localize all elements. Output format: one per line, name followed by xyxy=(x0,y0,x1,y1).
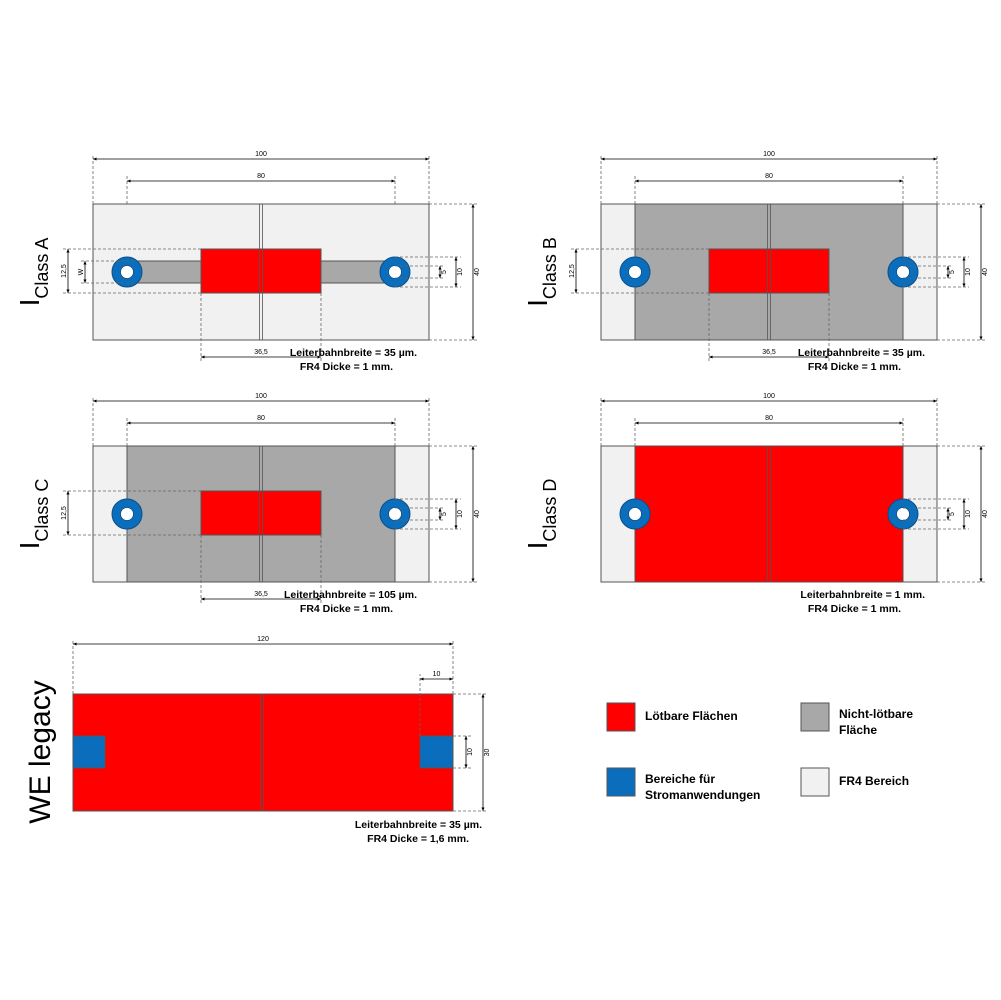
legacy-current-pad-right xyxy=(419,735,454,769)
legacy-note-fr4: FR4 Dicke = 1,6 mm. xyxy=(367,833,469,845)
panel-a-dim-w-label: W xyxy=(78,268,85,275)
panel-d-dim-hole-label: 5 xyxy=(949,512,956,516)
panel-c-dim-center-width-label: 36,5 xyxy=(254,591,268,598)
panel-a-ring-left-hole xyxy=(120,265,134,279)
panel-b-dim-ring-label: 10 xyxy=(965,268,972,276)
panel-b-dim-total-width-label: 100 xyxy=(763,151,775,158)
panel-a-title: IClass A xyxy=(14,238,52,307)
legacy-dim-total-width-label: 120 xyxy=(257,636,269,643)
panel-c-title-main: I xyxy=(14,542,45,550)
panel-c-dim-left-height-label: 12,5 xyxy=(61,506,68,520)
panel-b-dim-inner-width-label: 80 xyxy=(765,173,773,180)
panel-c-note-fr4: FR4 Dicke = 1 mm. xyxy=(300,603,393,615)
panel-d-dim-inner-width-label: 80 xyxy=(765,415,773,422)
panel-a-dim-left-height-label: 12,5 xyxy=(61,264,68,278)
panel-c-solderable-center xyxy=(200,490,322,536)
panel-d-dim-total-width-label: 100 xyxy=(763,393,775,400)
legacy-dim-pad-height-label: 10 xyxy=(467,748,474,756)
panel-b-title: IClass B xyxy=(522,237,560,307)
panel-a-dim-total-width-label: 100 xyxy=(255,151,267,158)
panel-b-note-fr4: FR4 Dicke = 1 mm. xyxy=(808,361,901,373)
panel-d-title-sub: Class D xyxy=(540,479,560,542)
panel-a-ring-right-hole xyxy=(388,265,402,279)
panel-a-dim-inner-width-label: 80 xyxy=(257,173,265,180)
panel-b-dim-center-width-label: 36,5 xyxy=(762,349,776,356)
panel-d-ring-right-hole xyxy=(896,507,910,521)
panel-a-note-fr4: FR4 Dicke = 1 mm. xyxy=(300,361,393,373)
legend-label-non_solderable-1: Fläche xyxy=(839,723,877,737)
panel-a-dim-hole-label: 5 xyxy=(441,270,448,274)
legend-label-current-0: Bereiche für xyxy=(645,772,715,786)
panel-b-title-sub: Class B xyxy=(540,237,560,299)
panel-c-title: IClass C xyxy=(14,479,52,550)
panel-b-solderable-center xyxy=(708,248,830,294)
legend-label-solderable-0: Lötbare Flächen xyxy=(645,709,738,723)
panel-c-dim-hole-label: 5 xyxy=(441,512,448,516)
panel-a-dim-ring-label: 10 xyxy=(457,268,464,276)
panel-c-dim-total-height-label: 40 xyxy=(474,510,481,518)
legacy-dim-pad-width-label: 10 xyxy=(433,671,441,678)
panel-d-dim-ring-label: 10 xyxy=(965,510,972,518)
panel-b-title-main: I xyxy=(522,299,553,307)
panel-a-trace-left xyxy=(134,260,204,284)
panel-a-trace-right xyxy=(320,260,390,284)
panel-c-dim-total-width-label: 100 xyxy=(255,393,267,400)
panel-d-solderable-area xyxy=(634,445,904,583)
panel-b-dim-left-height-label: 12,5 xyxy=(569,264,576,278)
panel-a-note-trace: Leiterbahnbreite = 35 µm. xyxy=(290,347,417,359)
panel-b-dim-hole-label: 5 xyxy=(949,270,956,274)
panel-a-title-sub: Class A xyxy=(32,238,52,299)
legend-label-non_solderable-0: Nicht-lötbare xyxy=(839,707,913,721)
panel-c-ring-right-hole xyxy=(388,507,402,521)
panel-c-title-sub: Class C xyxy=(32,479,52,542)
legacy-title: WE legacy xyxy=(24,680,57,823)
legacy-solderable-board xyxy=(72,693,454,812)
panel-c-note-trace: Leiterbahnbreite = 105 µm. xyxy=(284,589,417,601)
panel-a-dim-center-width-label: 36,5 xyxy=(254,349,268,356)
legend-label-current-1: Stromanwendungen xyxy=(645,788,760,802)
panel-b-ring-left-hole xyxy=(628,265,642,279)
panel-b-ring-right-hole xyxy=(896,265,910,279)
legend-swatch-fr4 xyxy=(800,767,830,797)
panel-c-ring-left-hole xyxy=(120,507,134,521)
legend-swatch-non_solderable xyxy=(800,702,830,732)
panel-d-note-fr4: FR4 Dicke = 1 mm. xyxy=(808,603,901,615)
panel-c-dim-inner-width-label: 80 xyxy=(257,415,265,422)
panel-d-title-main: I xyxy=(522,542,553,550)
legend-swatch-current xyxy=(606,767,636,797)
panel-d-note-trace: Leiterbahnbreite = 1 mm. xyxy=(800,589,925,601)
panel-b-note-trace: Leiterbahnbreite = 35 µm. xyxy=(798,347,925,359)
panel-a-dim-total-height-label: 40 xyxy=(474,268,481,276)
panel-a-solderable-center xyxy=(200,248,322,294)
legacy-current-pad-left xyxy=(72,735,106,769)
panel-b-dim-total-height-label: 40 xyxy=(982,268,989,276)
legend-swatch-solderable xyxy=(606,702,636,732)
panel-d-title: IClass D xyxy=(522,479,560,550)
legacy-note-trace: Leiterbahnbreite = 35 µm. xyxy=(355,819,482,831)
panel-d-ring-left-hole xyxy=(628,507,642,521)
panel-c-dim-ring-label: 10 xyxy=(457,510,464,518)
panel-d-dim-total-height-label: 40 xyxy=(982,510,989,518)
panel-a-title-main: I xyxy=(14,299,45,307)
legacy-dim-total-height-label: 30 xyxy=(484,749,491,757)
legend-label-fr4-0: FR4 Bereich xyxy=(839,774,909,788)
